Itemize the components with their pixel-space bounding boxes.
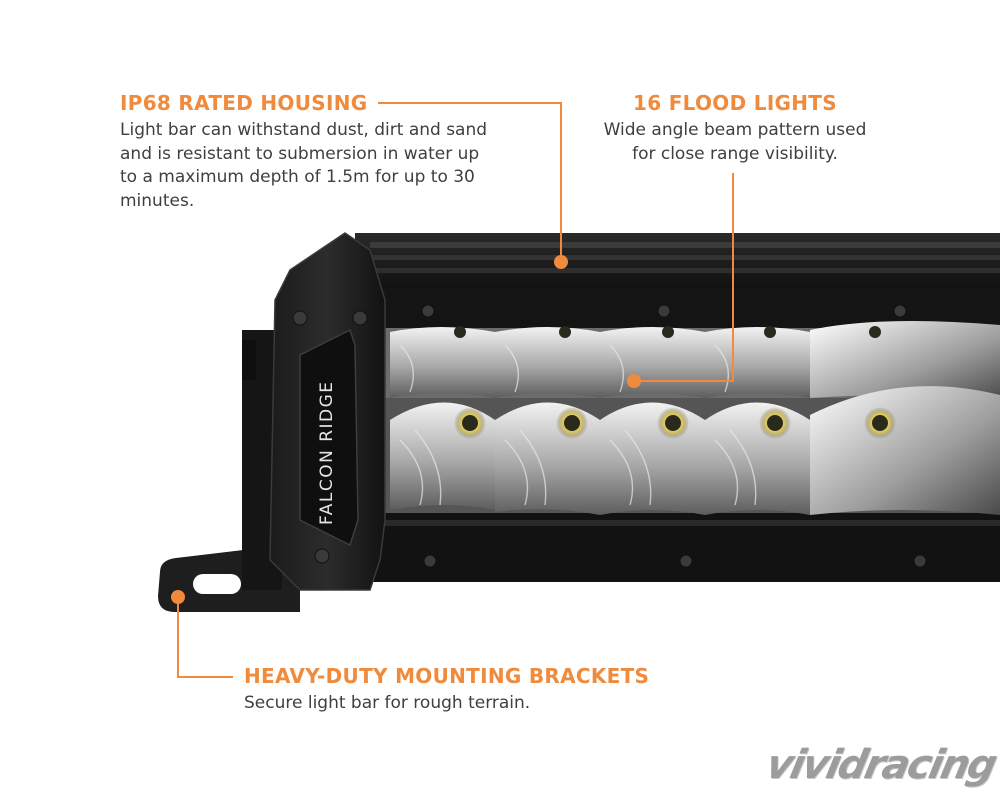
reflector-row-top	[385, 321, 1000, 400]
callout-leaders	[177, 102, 734, 678]
housing-callout: IP68 RATED HOUSING Light bar can withsta…	[120, 91, 500, 213]
brackets-title: HEAVY-DUTY MOUNTING BRACKETS	[244, 664, 650, 688]
brand-label: FALCON RIDGE	[317, 380, 337, 525]
housing-marker-dot	[554, 255, 568, 269]
flood-lights-title: 16 FLOOD LIGHTS	[633, 91, 837, 115]
housing-description: Light bar can withstand dust, dirt and s…	[120, 120, 488, 211]
housing-leader-line	[378, 102, 562, 262]
flood-lights-description: Wide angle beam pattern used for close r…	[603, 120, 867, 164]
housing-title: IP68 RATED HOUSING	[120, 91, 368, 115]
reflector-row-bottom	[385, 344, 1000, 515]
watermark-logo: vividracing	[761, 742, 999, 788]
brackets-marker-dot	[171, 590, 185, 604]
brackets-leader-line	[177, 597, 233, 678]
brackets-callout: HEAVY-DUTY MOUNTING BRACKETS Secure ligh…	[244, 664, 664, 716]
flood-lights-callout: 16 FLOOD LIGHTS Wide angle beam pattern …	[590, 91, 880, 166]
flood-leader-line	[634, 173, 734, 382]
brackets-description: Secure light bar for rough terrain.	[244, 693, 531, 713]
callout-markers	[171, 255, 641, 604]
housing-screws	[421, 304, 927, 568]
flood-marker-dot	[627, 374, 641, 388]
flood-led-array	[454, 326, 896, 439]
end-cap	[242, 232, 386, 591]
